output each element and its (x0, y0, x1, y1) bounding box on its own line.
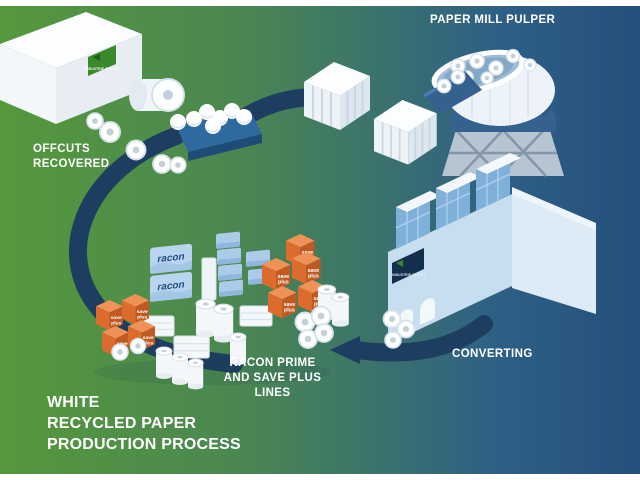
save-plus-boxes-right (262, 234, 327, 319)
roof-tooth (435, 172, 481, 230)
brand-triangle-icon (396, 259, 403, 267)
factory-door (420, 298, 435, 325)
paper-mill-pulper-label: PAPER MILL PULPER (430, 14, 556, 26)
paper-roll (111, 343, 129, 361)
save-plus-box (96, 300, 123, 331)
letterbox-bottom (0, 474, 640, 480)
product-lines-label: RACON PRIME AND SAVE PLUS LINES (200, 356, 345, 401)
small-blue-pack (218, 263, 242, 281)
converting-label: CONVERTING (452, 348, 533, 360)
roof-tooth (475, 153, 521, 211)
small-blue-pack (219, 279, 243, 297)
racon-pack (150, 271, 192, 302)
paper-roll (505, 48, 521, 64)
paper-roll (152, 154, 172, 174)
towel-stack (239, 305, 273, 327)
small-blue-pack (217, 247, 241, 265)
letterbox-top (0, 0, 640, 6)
paper-roll (129, 337, 147, 355)
pulper-trestle (442, 129, 564, 177)
paper-roll (450, 69, 466, 85)
warehouse-right-wall (56, 34, 142, 124)
paper-roll-tall (195, 298, 216, 339)
paper-ball (204, 117, 222, 135)
paper-roll (523, 58, 537, 72)
save-plus-box (262, 258, 291, 291)
ground-shadow (94, 359, 330, 385)
paper-bale (373, 99, 438, 166)
offcuts-label-line1: OFFCUTS (33, 143, 91, 155)
warehouse-roof (0, 12, 142, 68)
factory-logo: INDUSTRIE CELTEX (392, 248, 426, 284)
paper-roll (469, 53, 485, 69)
pulper-conveyor (423, 69, 482, 114)
warehouse-logo: INDUSTRIE CELTEX (85, 45, 119, 76)
title-line2: RECYCLED PAPER (47, 414, 197, 432)
roof-tooth (395, 191, 441, 249)
warehouse-building: INDUSTRIE CELTEX (0, 12, 142, 124)
product-lines-line2: AND SAVE PLUS (223, 371, 322, 384)
factory-front-wall (388, 194, 512, 344)
factory-brand-text: INDUSTRIE CELTEX (392, 273, 426, 277)
offcuts-recovered-label: OFFCUTS RECOVERED (33, 142, 109, 172)
factory-annex-wall (512, 194, 596, 314)
tray-front (188, 134, 262, 161)
paper-roll (384, 331, 402, 349)
factory-annex-roof-edge (512, 187, 596, 231)
offcuts-tray (169, 102, 262, 161)
title-line3: PRODUCTION PROCESS (47, 435, 241, 453)
paper-roll-tall (171, 352, 189, 386)
brand-triangle-icon (93, 53, 100, 61)
paper-roll-tall (155, 346, 173, 380)
paper-roll (169, 156, 187, 174)
paper-ball (169, 113, 187, 131)
paper-roll (86, 112, 104, 130)
arrow-bottom-right (347, 315, 493, 362)
products-cluster (94, 231, 350, 390)
pulper (423, 48, 564, 177)
large-paper-roll (129, 78, 185, 112)
toilet-roll (314, 323, 334, 343)
title-line1: WHITE (47, 394, 100, 411)
paper-roll (480, 71, 494, 85)
product-lines-line3: LINES (254, 386, 291, 399)
small-blue-pack (216, 231, 240, 249)
paper-roll (125, 139, 147, 161)
racon-pack (150, 243, 192, 274)
product-lines-line1: RACON PRIME (229, 357, 316, 369)
paper-bale (303, 61, 371, 131)
save-plus-box (292, 252, 321, 285)
arrowhead-left-icon (330, 336, 360, 364)
process-title: WHITE RECYCLED PAPER PRODUCTION PROCESS (47, 393, 241, 455)
warehouse-brand-text: INDUSTRIE CELTEX (85, 67, 119, 71)
factory-roof-teeth (395, 153, 521, 249)
paper-roll (99, 121, 121, 143)
toilet-roll (310, 305, 332, 327)
save-plus-box (122, 294, 149, 325)
save-plus-box (268, 286, 297, 319)
kitchen-roll (331, 292, 350, 328)
paper-ball (235, 108, 253, 126)
white-pack (201, 257, 217, 301)
offcuts-label-line2: RECOVERED (33, 157, 110, 170)
warehouse-left-wall (0, 44, 56, 124)
converting-factory: INDUSTRIE CELTEX (382, 153, 596, 349)
offcut-rolls (86, 78, 187, 174)
paper-roll (436, 78, 452, 94)
